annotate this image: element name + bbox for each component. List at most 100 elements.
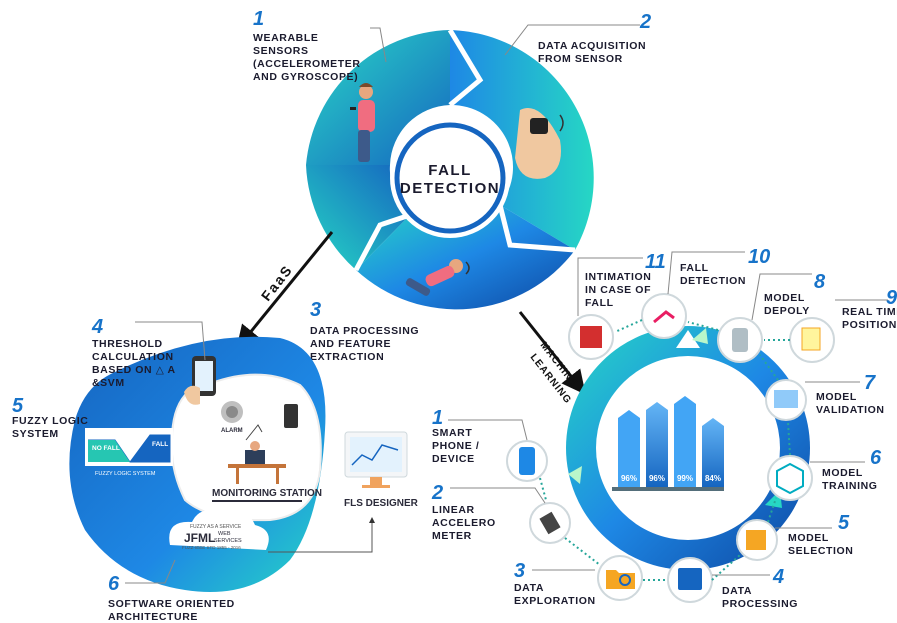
leader-line [667,251,745,295]
center-title-line1: FALL [428,162,472,179]
step-label-line: MODEL [788,532,829,544]
leader-line [448,419,528,441]
alarm-label: ALARM [221,428,243,434]
jfml-services: SERVICES [214,538,242,544]
step-label-line: CALCULATION [92,351,174,363]
monitoring-underline [212,500,302,502]
cycle-segment-sensors-lower [306,165,410,270]
step-label-line: IN CASE OF [585,284,651,296]
fuzzy-no-fall-label: NO FALL [92,445,120,452]
ml-step-5: 5 MODEL SELECTION [775,512,853,557]
top-step-3: 3 DATA PROCESSING AND FEATURE EXTRACTION [310,299,419,363]
step-label-line: SYSTEM [12,428,59,440]
step-number: 7 [864,372,876,394]
cycle-divider [353,212,411,272]
step-label-line: DATA [514,582,544,594]
falling-person-illustration [405,259,470,296]
alarm-illustration: ALARM [221,401,243,434]
fall-person-icon [653,310,675,324]
validation-icon [774,390,798,408]
smartwatch-illustration [515,108,564,179]
ml-icon-circles [506,293,835,603]
ml-step-2: 2 LINEAR ACCELERO METER [431,482,546,542]
step-label-line: &SVM [92,377,125,389]
leader-line [751,273,812,321]
step-label-line: FROM SENSOR [538,53,623,65]
step-label-line: EXPLORATION [514,595,596,607]
accelerometer-icon [539,511,561,535]
step-number: 2 [639,11,651,33]
step-number: 5 [838,512,850,534]
step-label-line: METER [432,530,472,542]
ring-notch [676,330,700,348]
machine-learning-arrow [518,311,586,395]
step-number: 8 [814,271,826,293]
jfml-brand: JFML [184,531,215,545]
cycle-divider [497,204,576,253]
top-cycle: FALL DETECTION 1 WEARABLE SENS [253,8,651,363]
step-number: 9 [886,287,897,309]
deploy-icon [732,328,748,352]
step-label-line: VALIDATION [816,404,885,416]
accuracy-bar-label: 99% [677,474,693,483]
faas-step-5: 5 FUZZY LOGIC SYSTEM [12,395,88,440]
bar-baseline [612,487,724,491]
step-label-line: ARCHITECTURE [108,611,198,623]
step-number: 1 [432,407,443,429]
training-icon-circle [767,455,813,501]
accuracy-bar [702,418,724,487]
step-label-line: DATA PROCESSING [310,325,419,337]
jfml-footer: FUZZ-IEEE STD 1855 - 2016 [182,545,241,550]
top-step-2: 2 DATA ACQUISITION FROM SENSOR [504,11,651,65]
center-title-line2: DETECTION [400,180,500,197]
ml-step-9: 9 REAL TIME POSITION [835,287,897,331]
step-label-line: INTIMATION [585,271,651,283]
ml-step-10: 10 FALL DETECTION [667,246,770,295]
step-number: 2 [431,482,443,504]
ml-step-7: 7 MODEL VALIDATION [805,372,885,416]
monitoring-station-label: MONITORING STATION [212,488,322,499]
step-label-line: SMART [432,427,472,439]
faas-step-6: 6 SOFTWARE ORIENTED ARCHITECTURE [108,559,235,623]
step-label-line: DATA [722,585,752,597]
step-label-line: MODEL [764,292,805,304]
step-number: 11 [645,251,666,273]
step-label-line: AND FEATURE [310,338,391,350]
step-label-line: POSITION [842,319,897,331]
accuracy-bar-label: 96% [621,474,637,483]
step-number: 5 [12,395,24,417]
accuracy-bar-label: 96% [649,474,665,483]
step-label-line: DATA ACQUISITION [538,40,646,52]
step-label-line: SOFTWARE ORIENTED [108,598,235,610]
step-label-line: PROCESSING [722,598,798,610]
center-ring [394,122,506,234]
step-number: 3 [310,299,321,321]
step-label-line: MODEL [822,467,863,479]
step-number: 4 [772,566,784,588]
step-label-line: AND GYROSCOPE) [253,71,358,83]
fuzzy-caption: FUZZY LOGIC SYSTEM [95,471,156,477]
smartphone-icon [519,447,535,475]
step-label-line: TRAINING [822,480,878,492]
step-number: 6 [870,447,882,469]
step-number: 4 [91,316,103,338]
fuzzy-fall-label: FALL [152,441,168,448]
step-label-line: THRESHOLD [92,338,163,350]
step-number: 1 [253,8,264,30]
monitoring-station-illustration [228,424,286,484]
step-label-line: DEPOLY [764,305,810,317]
step-label-line: LINEAR [432,504,475,516]
walking-person-illustration [350,83,375,162]
cycle-segment-sensors [306,30,450,165]
step-label-line: WEARABLE [253,32,318,44]
leader-line [504,24,640,56]
step-label-line: BASED ON △ A [92,364,176,376]
step-label-line: FALL [680,262,709,274]
step-label-line: REAL TIME [842,306,897,318]
ml-bar-group: 96%96%99%84% [618,396,724,487]
leader-line [370,27,387,63]
leader-line [450,487,546,504]
leader-line [125,559,176,584]
chip-icon [746,530,766,550]
